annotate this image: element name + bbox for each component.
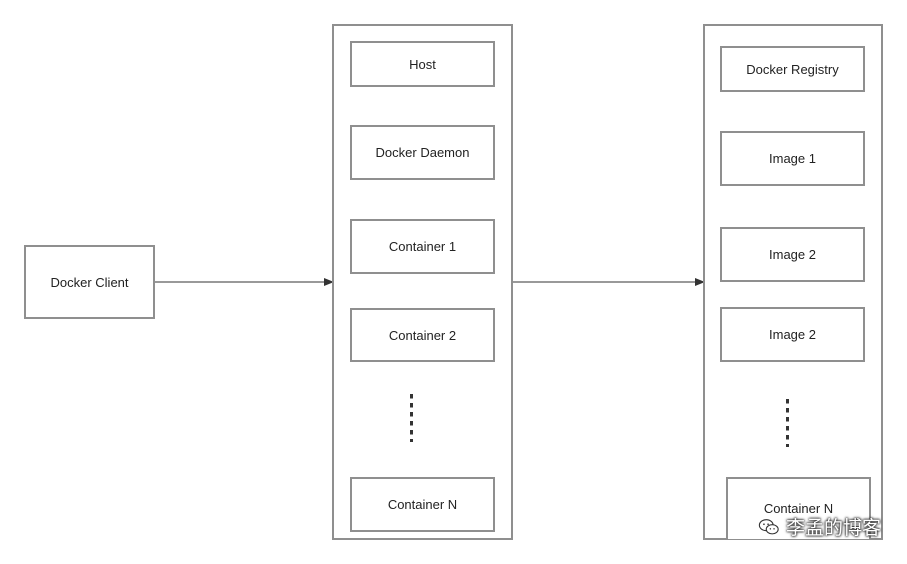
registry-frame	[703, 24, 883, 540]
registry-container-n-box: Container N	[726, 477, 871, 539]
image-1-label: Image 1	[769, 151, 816, 166]
registry-container-n-label: Container N	[763, 501, 834, 516]
docker-client-box: Docker Client	[24, 245, 155, 319]
docker-daemon-box: Docker Daemon	[350, 125, 495, 180]
container-1-label: Container 1	[388, 239, 457, 254]
container-2-label: Container 2	[388, 327, 457, 343]
container-n-label: Container N	[387, 497, 458, 512]
watermark-text: 李孟的博客	[785, 517, 881, 539]
host-ellipsis	[410, 394, 413, 442]
docker-daemon-label: Docker Daemon	[375, 145, 470, 160]
container-2-box: Container 2	[350, 308, 495, 362]
host-frame	[332, 24, 513, 540]
watermark: 李孟的博客	[758, 513, 881, 540]
image-2b-box: Image 2	[720, 307, 865, 362]
docker-client-label: Docker Client	[50, 274, 129, 290]
image-1-box: Image 1	[720, 131, 865, 186]
host-box: Host	[350, 41, 495, 87]
docker-registry-box: Docker Registry	[720, 46, 865, 92]
image-2-label: Image 2	[769, 247, 816, 262]
image-2-box: Image 2	[720, 227, 865, 282]
container-n-box: Container N	[350, 477, 495, 532]
host-label: Host	[409, 56, 436, 72]
image-2b-label: Image 2	[769, 327, 816, 342]
wechat-icon	[758, 518, 779, 534]
registry-ellipsis	[786, 399, 789, 447]
docker-registry-label: Docker Registry	[746, 61, 839, 77]
container-1-box: Container 1	[350, 219, 495, 274]
